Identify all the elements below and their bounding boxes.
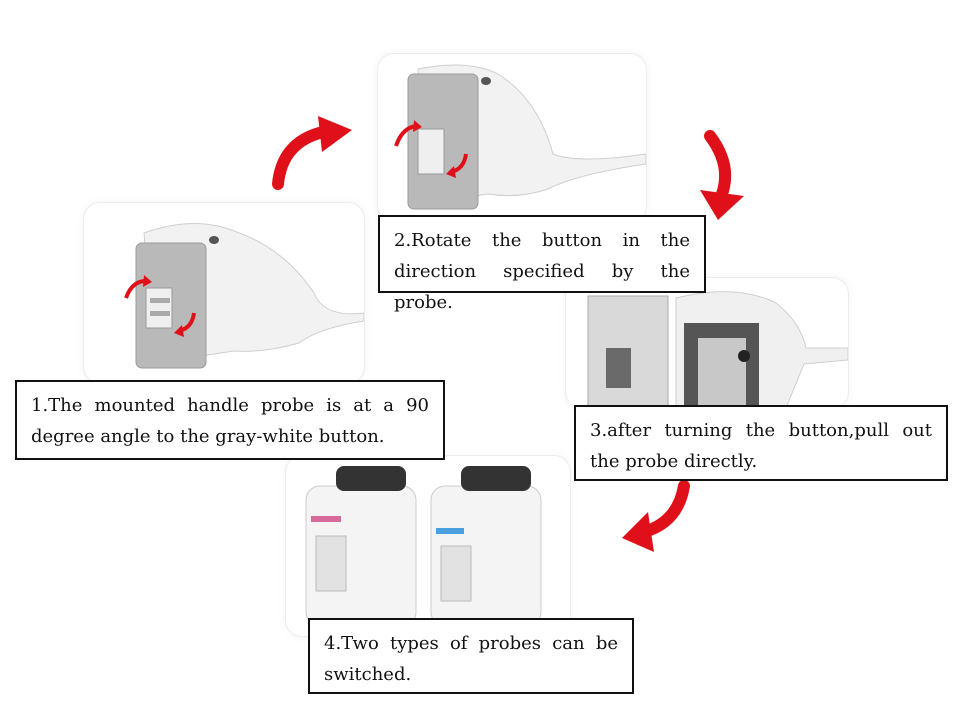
step1-caption-text: 1.The mounted handle probe is at a 90 de… [31,395,429,447]
step1-photo [84,203,364,383]
step3-photo [566,278,848,408]
step1-caption: 1.The mounted handle probe is at a 90 de… [15,380,445,460]
curved-arrow-icon [618,480,694,556]
step2-caption: 2.Rotate the button in the direction spe… [378,215,706,313]
curved-arrow-icon [692,130,752,222]
step3-caption-text: 3.after turning the button,pull out the … [590,420,932,472]
step3-caption: 3.after turning the button,pull out the … [574,405,948,481]
curved-arrow-icon [268,112,358,190]
pink-probe-image [305,466,417,627]
step4-photo [286,456,570,636]
step4-caption-text: 4.Two types of probes can be switched. [324,633,618,685]
blue-probe-image [430,466,542,627]
step2-caption-text: 2.Rotate the button in the direction spe… [394,230,690,313]
step2-photo [378,54,646,222]
step4-caption: 4.Two types of probes can be switched. [308,618,634,694]
